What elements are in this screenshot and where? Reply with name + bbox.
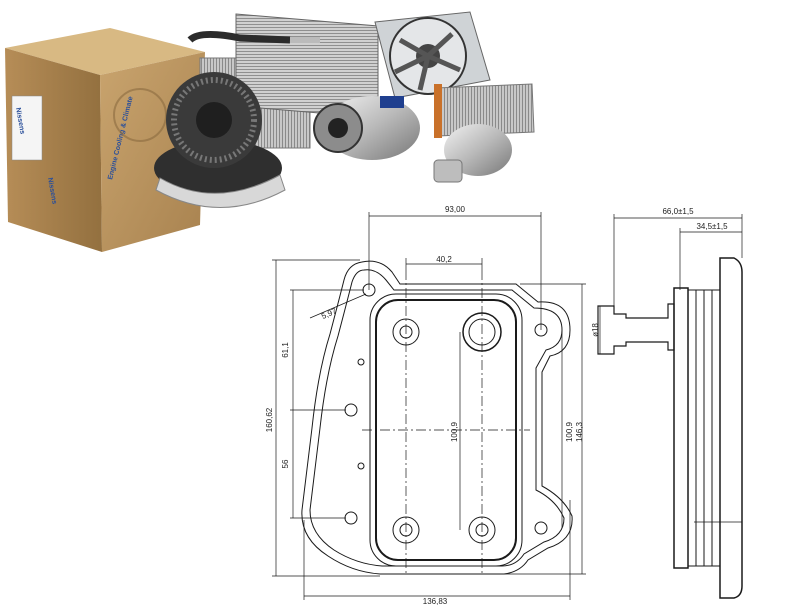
box-emblem (113, 88, 167, 142)
box-side-logo: Nissens (46, 177, 58, 205)
mounting-hole (344, 511, 358, 525)
locating-pin (357, 462, 365, 470)
port-circle (399, 523, 413, 537)
mounting-hole (534, 521, 548, 535)
dim-top-width: 93,00 (445, 205, 466, 214)
port-circle (392, 318, 420, 346)
ac-hose (187, 31, 320, 44)
flange-outline (301, 260, 573, 575)
dim-left-upper: 61,1 (281, 342, 290, 358)
flange-inner-outline (309, 269, 565, 567)
port-circle (475, 523, 489, 537)
center-lines (362, 270, 530, 576)
dim-center-height: 100,9 (450, 421, 459, 442)
radiator-fan (374, 11, 491, 99)
dim-right-inner: 100,9 (565, 421, 574, 442)
receiver-drier (433, 124, 512, 183)
cardboard-box: Nissens Nissens Engine Cooling & Climate (5, 28, 205, 252)
dim-hole-dia: 5,97 (320, 306, 338, 321)
port-circle (399, 325, 413, 339)
dim-left-lower: 56 (281, 459, 290, 468)
dim-port-spacing: 40,2 (436, 255, 452, 264)
nozzle-port (462, 312, 502, 352)
port-circle (468, 516, 496, 544)
box-label (11, 95, 43, 161)
ac-compressor (313, 96, 420, 160)
dim-bottom-width: 136,83 (423, 597, 448, 606)
nozzle-port-inner (468, 318, 496, 346)
heater-core (434, 83, 535, 138)
mounting-hole (344, 403, 358, 417)
dim-side-flange: 34,5±1,5 (696, 222, 728, 231)
dim-nozzle-dia: ø18 (591, 323, 600, 337)
dim-lines (272, 212, 586, 600)
dim-side-depth: 66,0±1,5 (662, 207, 694, 216)
dim-total-height: 160,62 (265, 407, 274, 432)
port-circle (392, 516, 420, 544)
box-logo-text: Nissens (14, 107, 26, 135)
locating-pin (357, 358, 365, 366)
side-view (597, 214, 743, 599)
blower-motor (154, 72, 286, 208)
dim-right-outer: 146,3 (575, 421, 584, 442)
